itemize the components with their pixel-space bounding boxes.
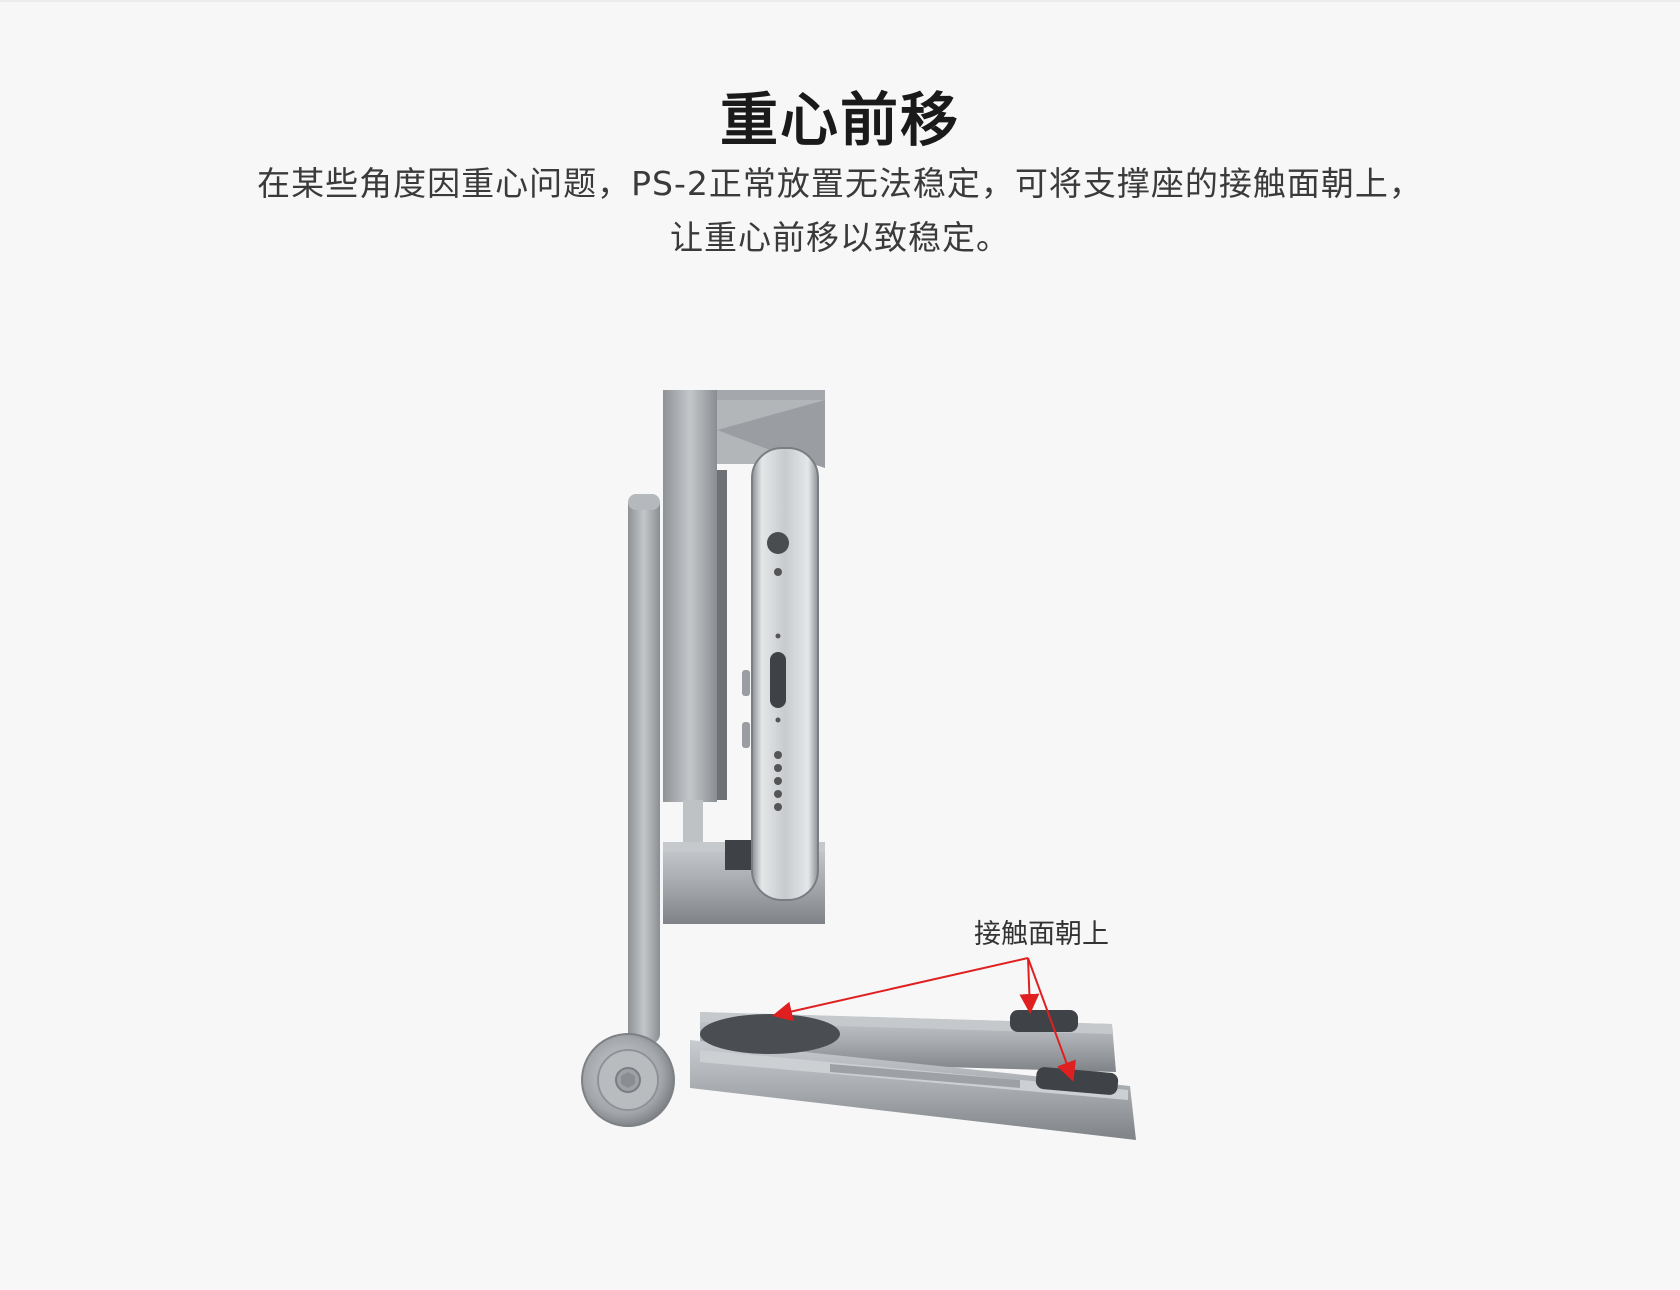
callout-label: 接触面朝上 [974,919,1109,950]
top-divider [0,0,1680,2]
phone-stand-illustration [581,390,1136,1140]
hinge [581,1014,840,1127]
section-title: 重心前移 [719,86,960,154]
support-arm [628,494,660,1044]
phone [742,447,819,901]
stand-leg-lower [690,1040,1136,1140]
phone-clamp [663,390,825,924]
description-line-2: 让重心前移以致稳定。 [670,218,1010,257]
description-line-1: 在某些角度因重心问题，PS-2正常放置无法稳定，可将支撑座的接触面朝上， [257,164,1423,203]
